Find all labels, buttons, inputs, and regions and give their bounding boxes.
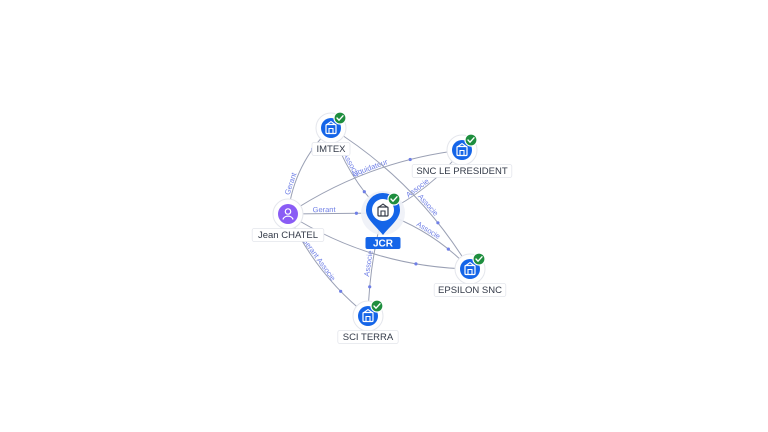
node-epsilon-snc[interactable]: EPSILON SNC bbox=[433, 252, 507, 297]
node-label: JCR bbox=[373, 239, 394, 250]
node-label: EPSILON SNC bbox=[438, 285, 502, 296]
edge-label: Gerant bbox=[283, 171, 299, 196]
building-icon bbox=[464, 261, 476, 276]
node-imtex[interactable]: IMTEX bbox=[311, 111, 351, 156]
node-sci-terra[interactable]: SCI TERRA bbox=[337, 299, 399, 344]
edge-arrow-marker bbox=[436, 221, 440, 225]
check-badge-icon bbox=[370, 299, 384, 313]
node-label-bg bbox=[433, 283, 507, 297]
center-tag bbox=[365, 237, 401, 249]
person-icon bbox=[282, 208, 294, 220]
edge-jean-chatel-epsilon-snc bbox=[287, 213, 471, 270]
edge-arrow-marker bbox=[446, 247, 450, 251]
nodes-layer: JCR IMTEX SNC LE PRESIDENT Jean CHATEL EPSIL… bbox=[251, 111, 513, 344]
edge-label: Gerant bbox=[313, 205, 337, 214]
edge-arrow-marker bbox=[408, 157, 412, 162]
node-label: SNC LE PRESIDENT bbox=[416, 166, 508, 177]
building-icon bbox=[362, 308, 374, 323]
building-icon bbox=[377, 203, 389, 217]
node-label-bg bbox=[411, 164, 513, 178]
edge-arrow-marker bbox=[339, 289, 343, 293]
node-label-bg bbox=[251, 228, 325, 242]
node-label: SCI TERRA bbox=[343, 332, 394, 343]
edge-arrow-marker bbox=[354, 211, 358, 215]
node-jcr[interactable]: JCR bbox=[361, 191, 405, 250]
node-jean-chatel[interactable]: Jean CHATEL bbox=[251, 198, 325, 242]
edge-label: Gerant Associe bbox=[300, 236, 337, 282]
check-badge-icon bbox=[387, 192, 401, 206]
node-label: IMTEX bbox=[316, 144, 346, 155]
edge-arrow-marker bbox=[414, 262, 418, 266]
node-label-bg bbox=[337, 330, 399, 344]
building-icon bbox=[456, 142, 468, 157]
edge-line bbox=[287, 149, 463, 215]
node-label-bg bbox=[311, 142, 351, 156]
edge-arrow-marker bbox=[368, 285, 372, 289]
edge-line bbox=[287, 213, 471, 270]
check-badge-icon bbox=[472, 252, 486, 266]
edge-label: Associe bbox=[416, 192, 440, 218]
check-badge-icon bbox=[464, 133, 478, 147]
check-badge-icon bbox=[333, 111, 347, 125]
node-label: Jean CHATEL bbox=[258, 230, 318, 241]
building-icon bbox=[325, 120, 337, 135]
edge-line bbox=[330, 127, 471, 270]
edge-label: Associe bbox=[362, 250, 375, 277]
node-snc-le-president[interactable]: SNC LE PRESIDENT bbox=[411, 133, 513, 178]
edge-arrow-marker bbox=[362, 190, 366, 194]
